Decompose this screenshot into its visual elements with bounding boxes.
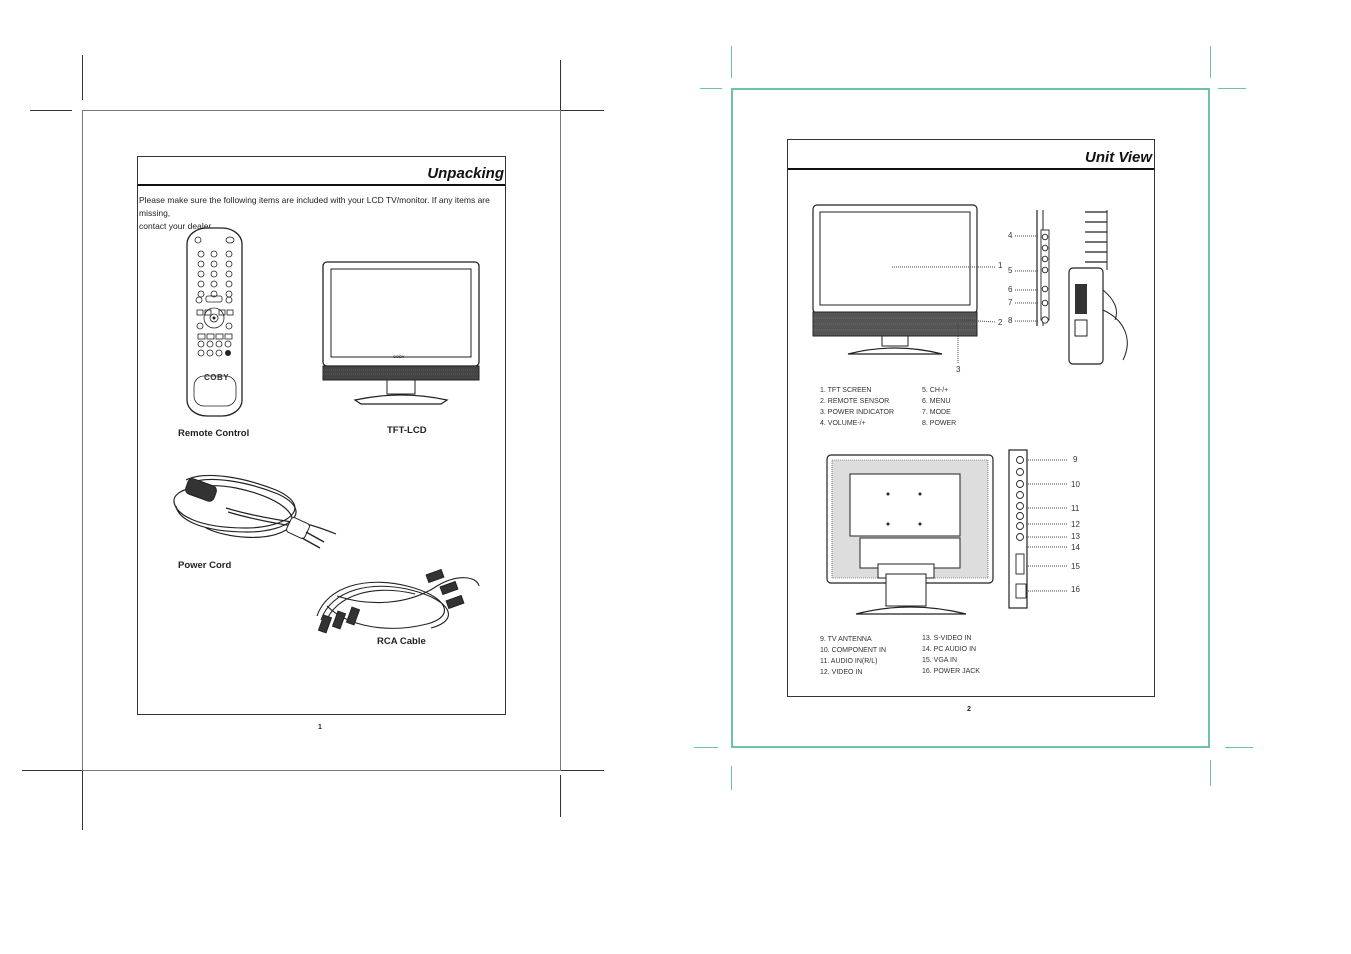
- caption-tft-lcd: TFT-LCD: [387, 425, 427, 436]
- callout-14: 14: [1071, 543, 1080, 552]
- page-trim-frame: [82, 110, 561, 771]
- page-number: 1: [318, 724, 322, 731]
- intro-line-2: contact your dealer.: [139, 221, 214, 231]
- legend-item: 11. AUDIO IN(R/L): [820, 658, 878, 665]
- crop-mark: [82, 770, 83, 830]
- remote-control-illustration: [186, 227, 243, 417]
- callout-9: 9: [1073, 455, 1078, 464]
- crop-mark: [560, 775, 561, 817]
- callout-2: 2: [998, 318, 1003, 327]
- crop-mark: [731, 766, 732, 790]
- tft-lcd-illustration: [322, 261, 480, 405]
- legend-item: 1. TFT SCREEN: [820, 387, 872, 394]
- front-view-illustration: [812, 204, 997, 364]
- crop-mark: [731, 46, 732, 78]
- title-rule: [138, 184, 505, 186]
- rear-legend-col2: 13. S-VIDEO IN 14. PC AUDIO IN 15. VGA I…: [922, 633, 980, 677]
- legend-item: 14. PC AUDIO IN: [922, 646, 977, 653]
- callout-13: 13: [1071, 532, 1080, 541]
- callout-7: 7: [1008, 298, 1013, 307]
- intro-line-1: Please make sure the following items are…: [139, 195, 490, 218]
- crop-mark: [560, 60, 561, 110]
- legend-item: 2. REMOTE SENSOR: [820, 398, 890, 405]
- caption-power-cord: Power Cord: [178, 560, 232, 571]
- rear-view-illustration: [826, 454, 994, 615]
- callout-16: 16: [1071, 585, 1080, 594]
- callout-10: 10: [1071, 480, 1080, 489]
- callout-15: 15: [1071, 562, 1080, 571]
- callout-6: 6: [1008, 285, 1013, 294]
- crop-mark: [30, 110, 72, 111]
- crop-mark: [82, 55, 83, 100]
- page-trim-frame: [731, 88, 1210, 748]
- crop-mark: [560, 110, 604, 111]
- side-view-illustration: [1015, 210, 1128, 365]
- front-legend-col1: 1. TFT SCREEN 2. REMOTE SENSOR 3. POWER …: [820, 385, 894, 429]
- rca-cable-illustration: [316, 568, 480, 634]
- callout-8: 8: [1008, 316, 1013, 325]
- caption-rca-cable: RCA Cable: [377, 636, 426, 647]
- legend-item: 8. POWER: [922, 420, 957, 427]
- callout-1: 1: [998, 261, 1003, 270]
- page-title: Unit View: [1085, 149, 1152, 166]
- front-legend-col2: 5. CH-/+ 6. MENU 7. MODE 8. POWER: [922, 385, 956, 429]
- callout-12: 12: [1071, 520, 1080, 529]
- rear-side-panel-illustration: [1008, 449, 1068, 609]
- rear-legend-col1: 9. TV ANTENNA 10. COMPONENT IN 11. AUDIO…: [820, 634, 886, 678]
- callout-3: 3: [956, 365, 961, 374]
- legend-item: 9. TV ANTENNA: [820, 636, 872, 643]
- legend-item: 16. POWER JACK: [922, 668, 980, 675]
- legend-item: 15. VGA IN: [922, 657, 958, 664]
- crop-mark: [560, 770, 604, 771]
- tv-brand-logo: COBY: [393, 354, 405, 359]
- legend-item: 5. CH-/+: [922, 387, 949, 394]
- crop-mark: [1218, 88, 1246, 89]
- legend-item: 6. MENU: [922, 398, 951, 405]
- crop-mark: [1225, 747, 1253, 748]
- legend-item: 3. POWER INDICATOR: [820, 409, 895, 416]
- intro-text: Please make sure the following items are…: [139, 194, 507, 233]
- crop-mark: [694, 747, 718, 748]
- page-number: 2: [967, 706, 971, 713]
- title-rule: [788, 168, 1154, 170]
- callout-5: 5: [1008, 266, 1013, 275]
- remote-brand-logo: COBY: [204, 373, 230, 382]
- page-title: Unpacking: [427, 165, 504, 182]
- legend-item: 13. S-VIDEO IN: [922, 635, 972, 642]
- legend-item: 10. COMPONENT IN: [820, 647, 886, 654]
- crop-mark: [700, 88, 722, 89]
- crop-mark: [1210, 46, 1211, 78]
- crop-mark: [22, 770, 82, 771]
- callout-11: 11: [1071, 504, 1080, 513]
- legend-item: 7. MODE: [922, 409, 951, 416]
- power-cord-illustration: [173, 474, 337, 549]
- caption-remote-control: Remote Control: [178, 428, 250, 439]
- crop-mark: [1210, 760, 1211, 786]
- legend-item: 4. VOLUME-/+: [820, 420, 866, 427]
- legend-item: 12. VIDEO IN: [820, 669, 863, 676]
- callout-4: 4: [1008, 231, 1013, 240]
